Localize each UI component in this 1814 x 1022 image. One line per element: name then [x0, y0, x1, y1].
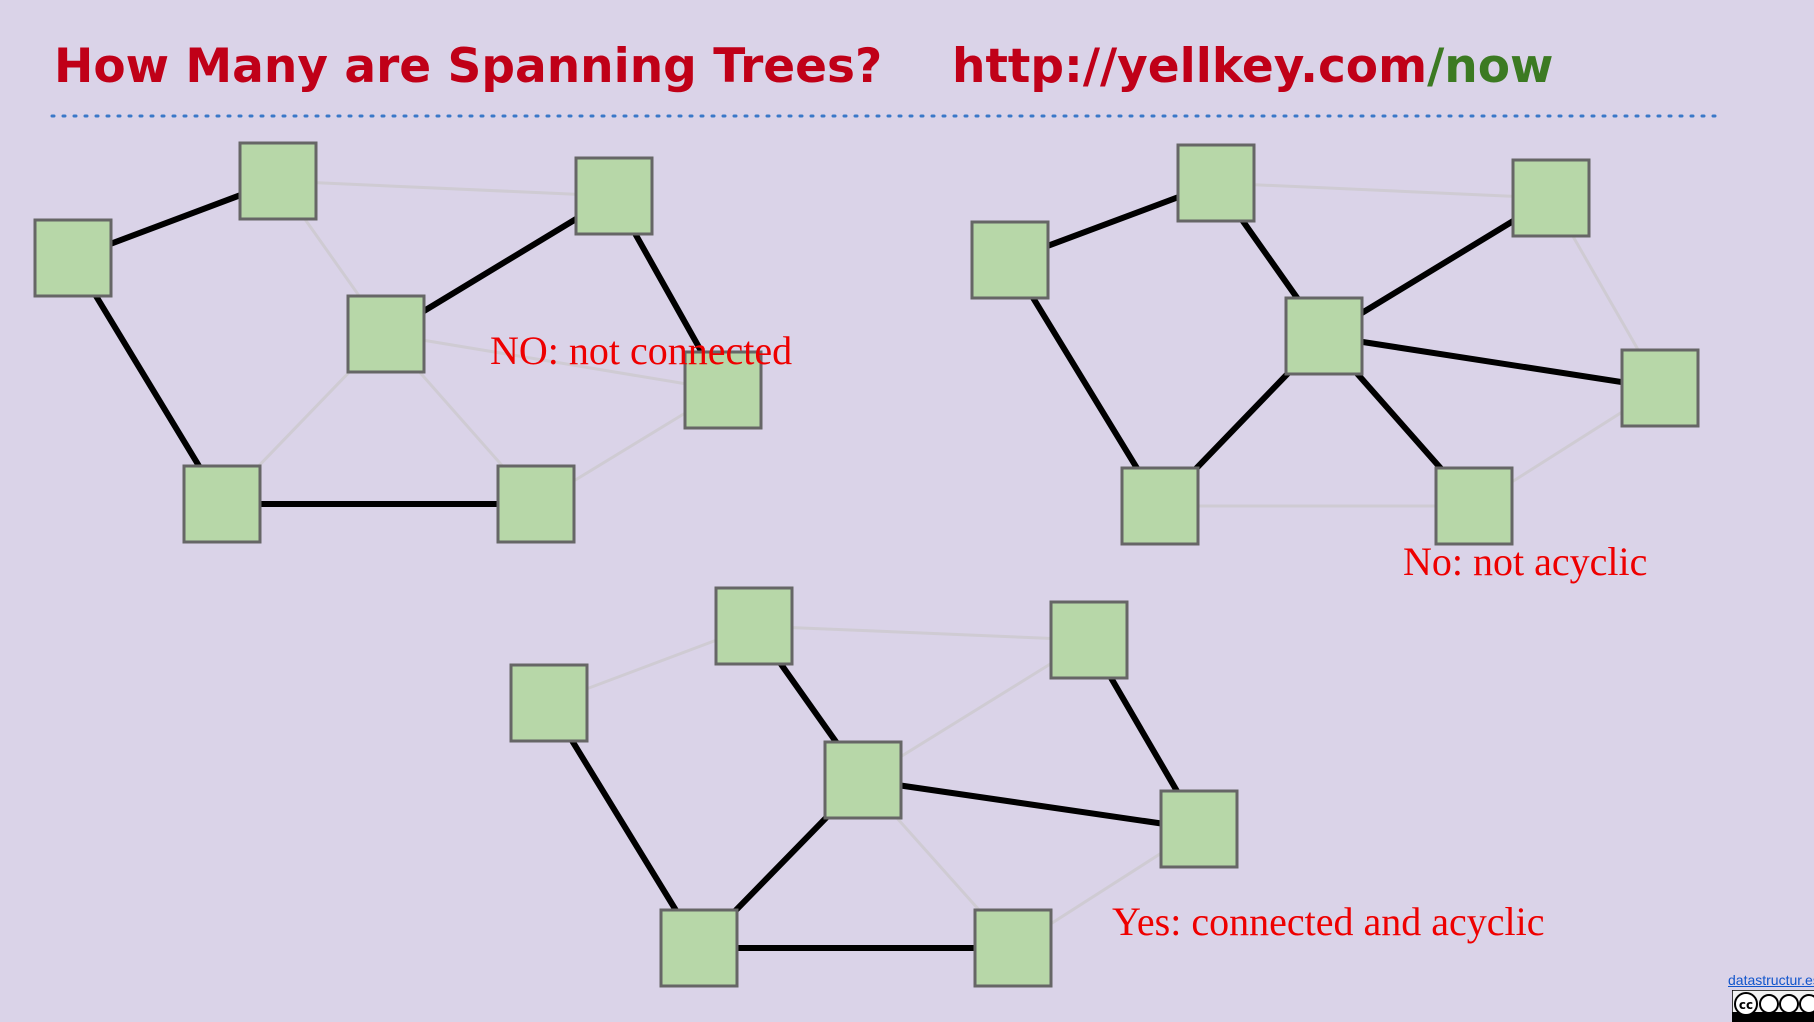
graph-node-0	[714, 586, 794, 666]
graph-node-6	[1159, 789, 1239, 869]
graph-node-5	[973, 908, 1053, 988]
graph-node-5	[1434, 466, 1514, 546]
graph-node-0	[1176, 143, 1256, 223]
graph-edge-0-4	[277, 179, 615, 198]
footer-datastructures-link[interactable]: datastructur.es	[1728, 972, 1814, 988]
yellkey-url-slash: /	[1427, 39, 1445, 94]
graph-node-6	[1620, 348, 1700, 428]
tree-edge-1-3	[1007, 258, 1163, 508]
graph-node-3	[659, 908, 739, 988]
graph-node-2	[823, 740, 903, 820]
graph-node-1	[509, 663, 589, 743]
graph-node-4	[1049, 600, 1129, 680]
cc-by-nc-sa-icon: cc	[1732, 990, 1814, 1022]
slide-title: How Many are Spanning Trees?	[54, 39, 882, 94]
tree-edge-2-6	[1323, 333, 1661, 391]
graph-spanning-tree-diagram	[509, 586, 1239, 988]
caption-not-acyclic: No: not acyclic	[1403, 539, 1647, 584]
tree-edge-1-3	[70, 256, 225, 506]
caption-spanning-tree: Yes: connected and acyclic	[1112, 899, 1544, 944]
graph-node-6	[683, 350, 763, 430]
graph-edge-0-4	[1215, 181, 1552, 200]
graph-node-2	[346, 294, 426, 374]
caption-not-connected: NO: not connected	[490, 328, 792, 373]
graph-node-0	[238, 141, 318, 221]
graph-node-2	[1284, 296, 1364, 376]
tree-edge-1-3	[546, 701, 702, 950]
diagram-layer	[33, 141, 1700, 988]
yellkey-url-base: http://yellkey.com	[952, 39, 1427, 94]
graph-not-connected-diagram	[33, 141, 763, 544]
tree-edge-2-6	[862, 777, 1200, 832]
graph-node-3	[182, 464, 262, 544]
graph-not-acyclic-diagram	[970, 143, 1700, 546]
graph-node-4	[1511, 158, 1591, 238]
yellkey-url[interactable]: http://yellkey.com/now	[952, 39, 1553, 94]
yellkey-url-suffix: now	[1444, 39, 1553, 94]
graph-edge-2-6	[385, 332, 724, 392]
graph-node-4	[574, 156, 654, 236]
graph-node-1	[33, 218, 113, 298]
graph-node-1	[970, 220, 1050, 300]
svg-text:cc: cc	[1739, 998, 1753, 1012]
graph-edge-0-4	[753, 624, 1090, 642]
graph-node-5	[496, 464, 576, 544]
graph-node-3	[1120, 466, 1200, 546]
